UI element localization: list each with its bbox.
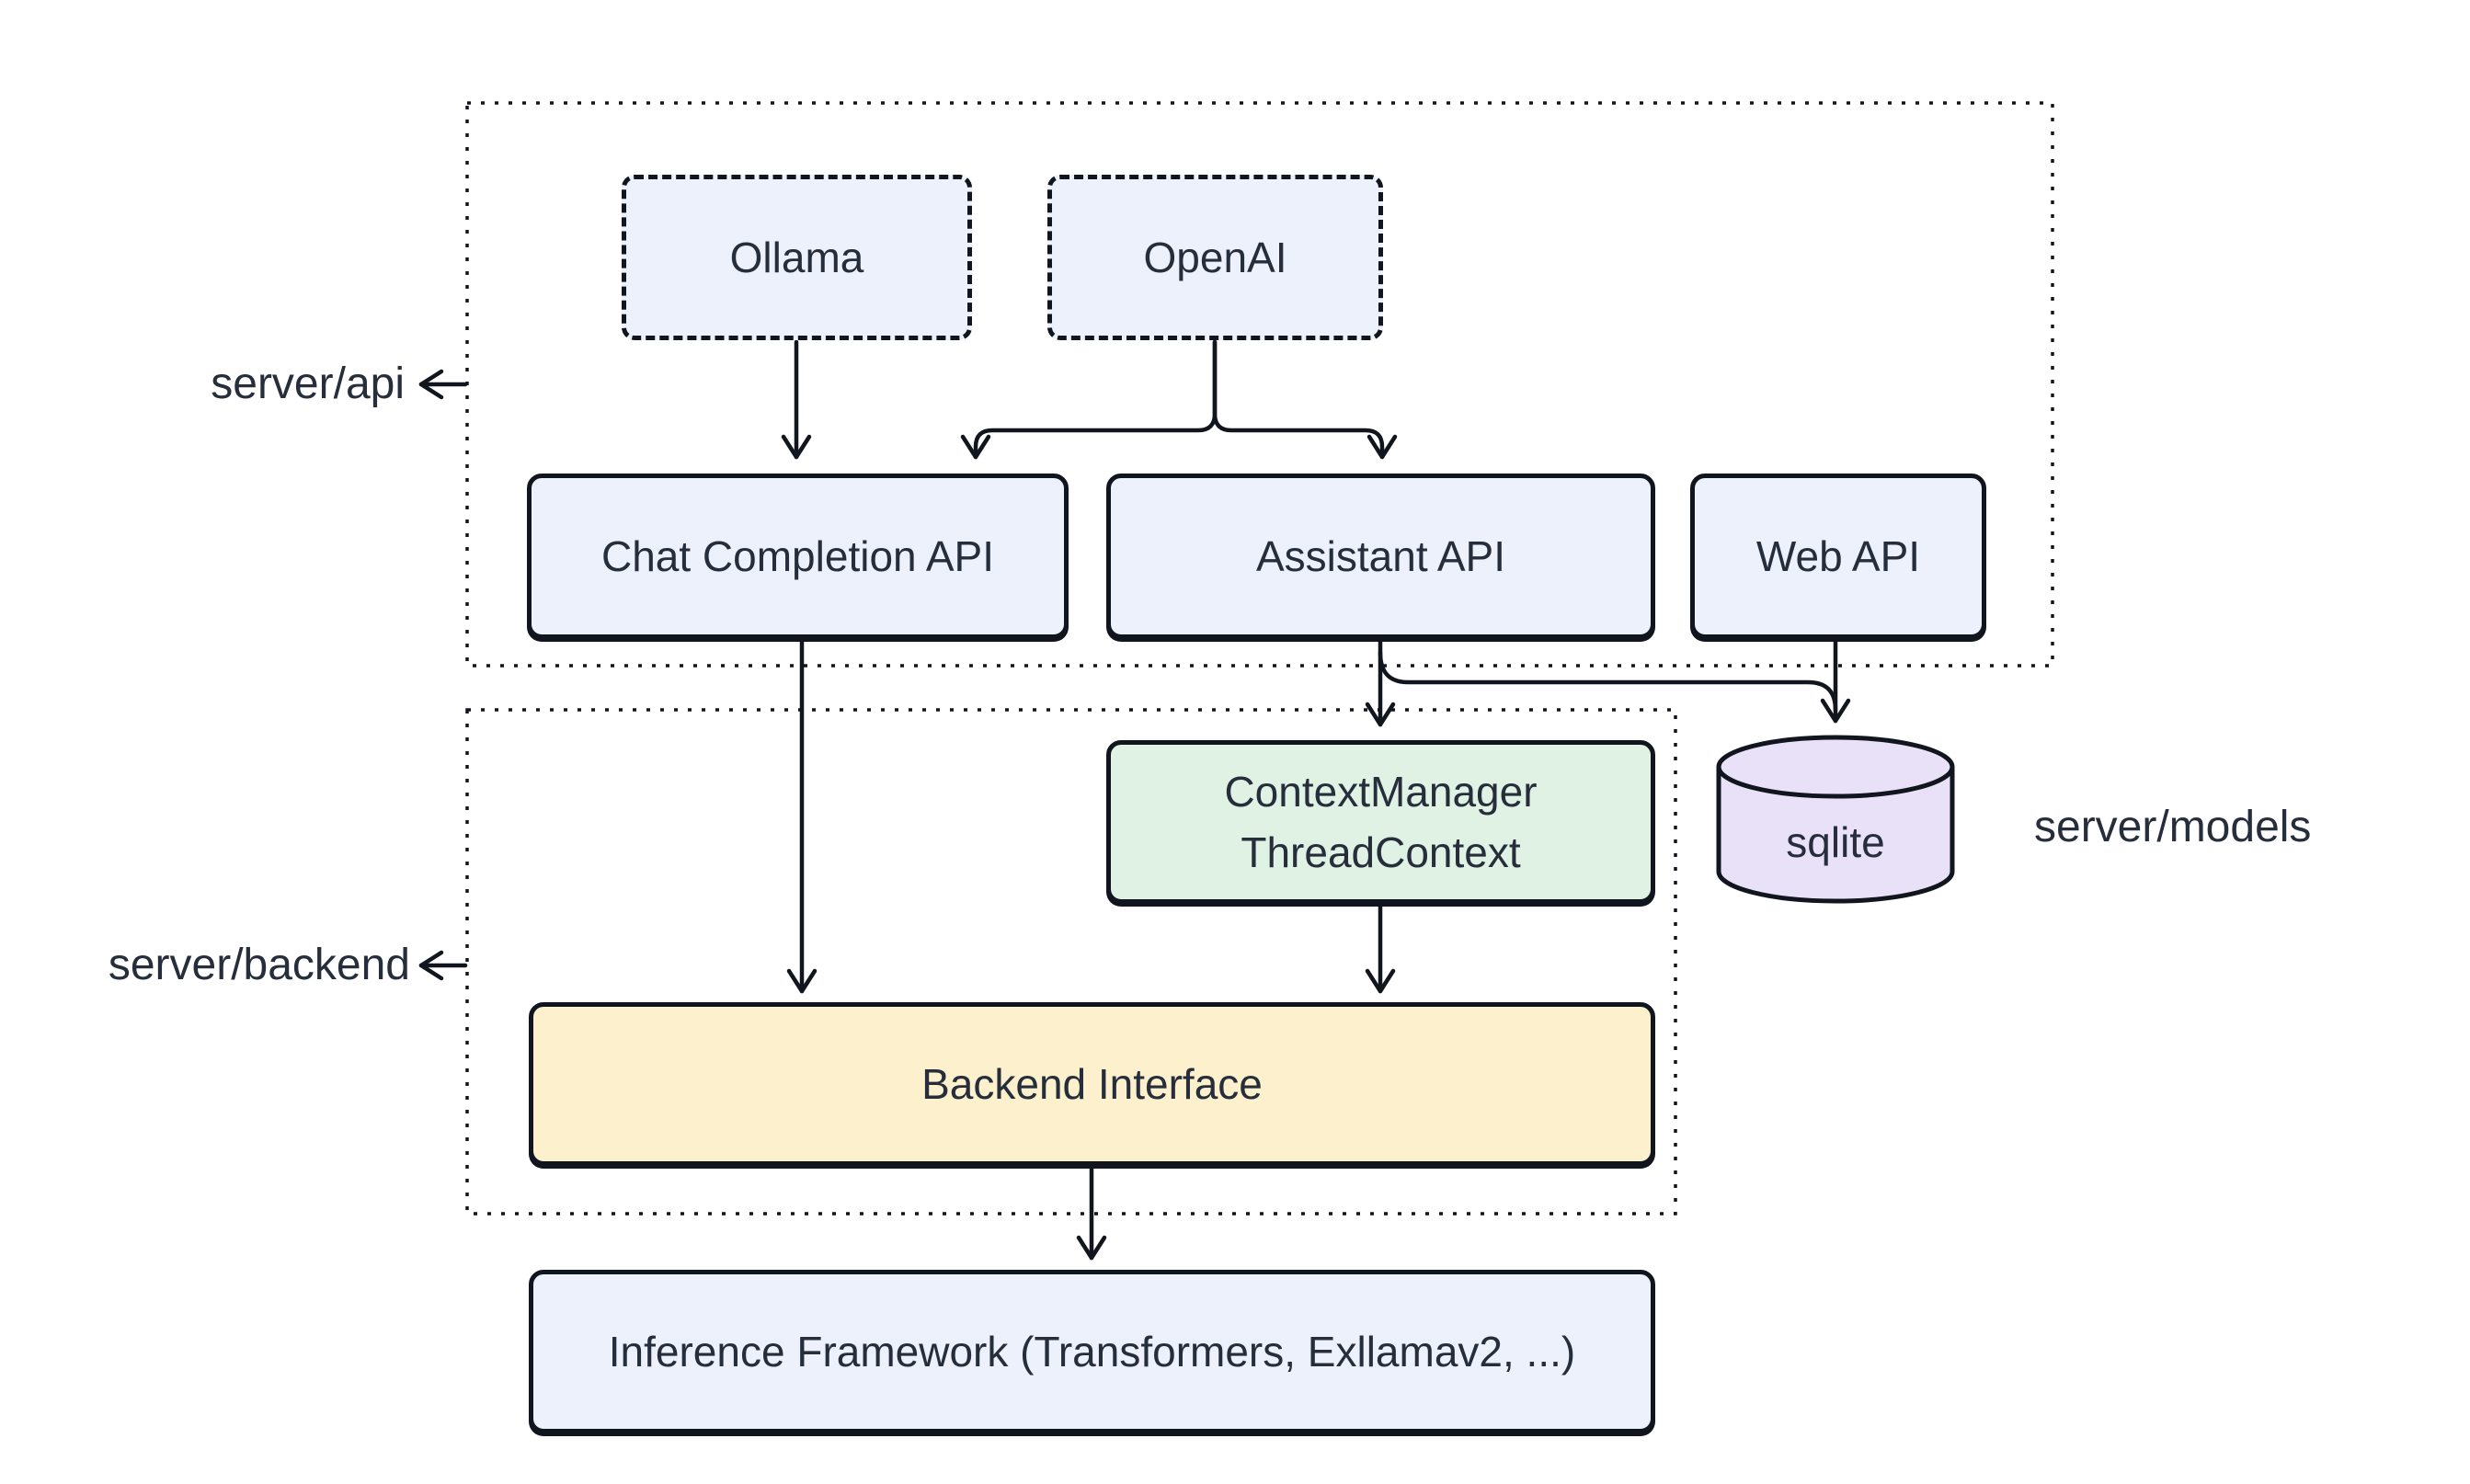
node-context-manager-label-line1: ContextManager	[1224, 768, 1538, 816]
node-context-manager-label-line2: ThreadContext	[1241, 828, 1521, 876]
node-assistant-api-label: Assistant API	[1255, 532, 1505, 580]
node-sqlite-label: sqlite	[1786, 818, 1885, 866]
server-backend-label: server/backend	[108, 941, 410, 989]
node-sqlite: sqlite	[1719, 802, 1952, 883]
node-openai-label: OpenAI	[1143, 234, 1287, 281]
node-ollama: Ollama	[622, 175, 972, 340]
edge-openai-to-chat-completion	[960, 339, 1218, 460]
database-cylinder-body	[1716, 767, 1955, 904]
edge-assistant-to-sqlite	[1378, 650, 1838, 713]
node-backend-interface: Backend Interface	[529, 1002, 1655, 1166]
database-cylinder-icon	[1716, 735, 1955, 904]
edge-openai-to-assistant	[1212, 339, 1398, 460]
server-api-label: server/api	[211, 360, 405, 408]
node-chat-completion-api-label: Chat Completion API	[600, 532, 994, 580]
node-web-api-label: Web API	[1755, 532, 1921, 580]
node-assistant-api: Assistant API	[1106, 474, 1655, 639]
node-ollama-label: Ollama	[729, 234, 864, 281]
node-inference-framework: Inference Framework (Transformers, Exlla…	[529, 1270, 1655, 1433]
node-context-manager: ContextManager ThreadContext	[1106, 740, 1655, 904]
node-backend-interface-label: Backend Interface	[921, 1060, 1263, 1108]
node-chat-completion-api: Chat Completion API	[527, 474, 1069, 639]
node-openai: OpenAI	[1047, 175, 1383, 340]
node-inference-framework-label: Inference Framework (Transformers, Exlla…	[608, 1328, 1576, 1376]
server-backend-group-border	[465, 708, 1677, 1216]
node-web-api: Web API	[1690, 474, 1986, 639]
server-models-label: server/models	[2034, 803, 2312, 851]
database-cylinder-top	[1716, 735, 1955, 799]
